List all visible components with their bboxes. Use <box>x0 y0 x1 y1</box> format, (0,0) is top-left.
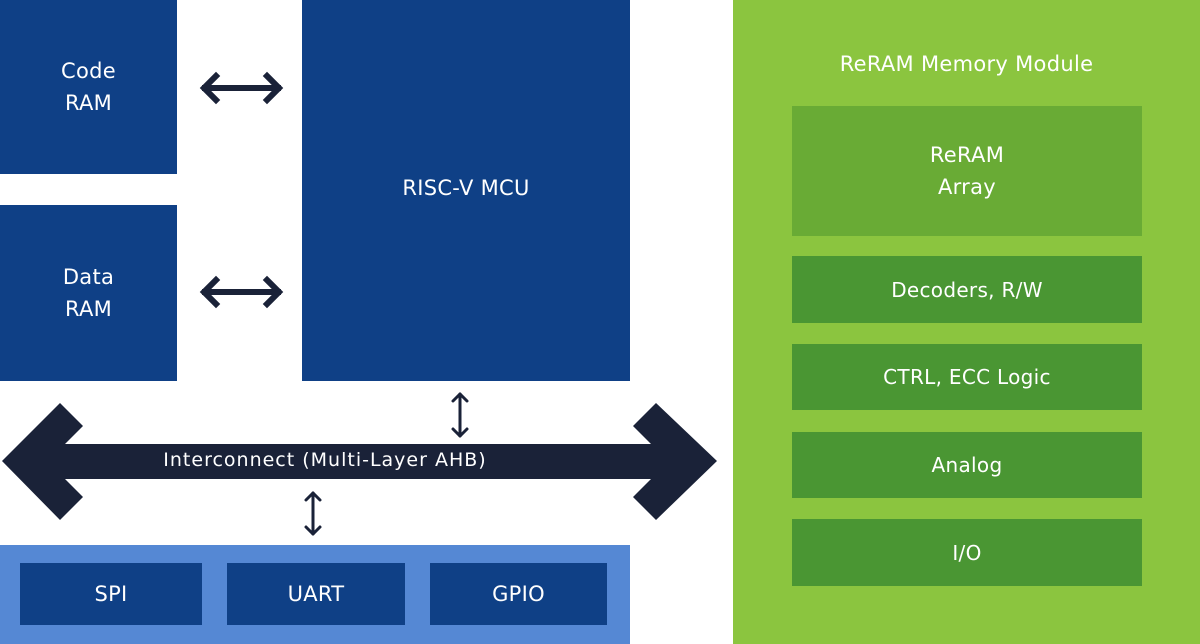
interconnect-label: Interconnect (Multi-Layer AHB) <box>163 449 487 471</box>
reram-module-title: ReRAM Memory Module <box>839 52 1094 76</box>
code-ram-block: Code RAM <box>0 0 177 174</box>
interconnect-arrow <box>2 403 717 520</box>
io-block: I/O <box>792 519 1142 586</box>
decoders-label: Decoders, R/W <box>891 277 1043 302</box>
reram-array-block: ReRAM Array <box>792 106 1142 236</box>
mcu-interconnect-arrow <box>451 392 469 438</box>
interconnect-peripheral-arrow <box>304 491 322 536</box>
uart-block: UART <box>227 563 405 625</box>
analog-block: Analog <box>792 432 1142 498</box>
io-label: I/O <box>952 540 982 565</box>
ctrl-ecc-label: CTRL, ECC Logic <box>883 365 1051 389</box>
spi-block: SPI <box>20 563 202 625</box>
spi-label: SPI <box>94 582 128 606</box>
ctrl-ecc-block: CTRL, ECC Logic <box>792 344 1142 410</box>
gpio-block: GPIO <box>430 563 607 625</box>
decoders-block: Decoders, R/W <box>792 256 1142 323</box>
risc-v-mcu-block: RISC-V MCU <box>302 0 630 381</box>
code-ram-label: Code RAM <box>61 59 116 115</box>
data-ram-label: Data RAM <box>62 265 115 321</box>
code-ram-mcu-arrow <box>199 71 284 105</box>
data-ram-block: Data RAM <box>0 205 177 381</box>
analog-label: Analog <box>931 453 1003 477</box>
data-ram-mcu-arrow <box>199 275 284 309</box>
mcu-label: RISC-V MCU <box>402 175 530 200</box>
uart-label: UART <box>287 582 345 606</box>
gpio-label: GPIO <box>492 582 545 606</box>
reram-array-label: ReRAM Array <box>929 143 1005 199</box>
